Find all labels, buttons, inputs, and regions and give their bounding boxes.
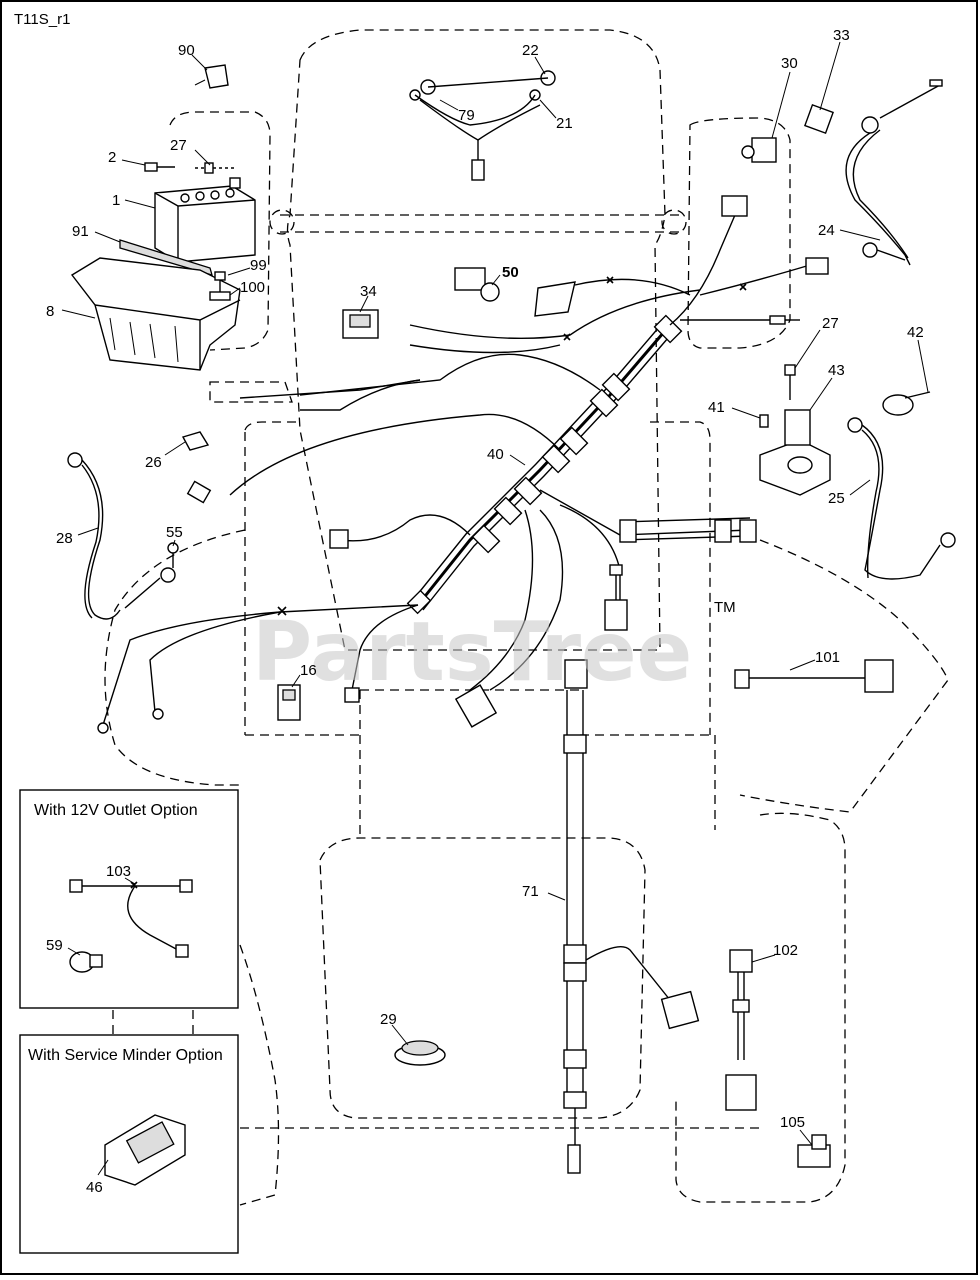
label-101: 101 [815, 649, 840, 666]
label-99: 99 [250, 257, 267, 274]
label-91: 91 [72, 223, 89, 240]
label-28: 28 [56, 530, 73, 547]
diagram-id: T11S_r1 [14, 11, 70, 28]
outlet-option-box [19, 789, 239, 1009]
part-105-sensor [797, 1134, 831, 1168]
part-42-boot [882, 391, 931, 416]
part-left-connectors [97, 529, 360, 734]
part-connectors-top-right [721, 195, 829, 325]
label-59: 59 [46, 937, 63, 954]
part-90-bracket [194, 64, 229, 89]
label-40: 40 [487, 446, 504, 463]
label-90: 90 [178, 42, 195, 59]
part-22-headlights [409, 70, 556, 181]
label-26: 26 [145, 454, 162, 471]
label-27-top: 27 [170, 137, 187, 154]
label-103: 103 [106, 863, 131, 880]
part-43-solenoid [759, 409, 831, 496]
part-28-cable [67, 452, 176, 620]
label-46: 46 [86, 1179, 103, 1196]
label-79: 79 [458, 107, 475, 124]
label-71: 71 [522, 883, 539, 900]
part-26-connector [181, 431, 212, 504]
label-43: 43 [828, 362, 845, 379]
splice-markers [277, 276, 747, 616]
minder-option-title: With Service Minder Option [28, 1047, 223, 1064]
part-99-100-hardware [209, 271, 231, 301]
label-55: 55 [166, 524, 183, 541]
outlet-option-title: With 12V Outlet Option [34, 802, 198, 819]
part-34-switch [342, 309, 379, 339]
part-41-fuse [759, 414, 769, 428]
label-29: 29 [380, 1011, 397, 1028]
label-50: 50 [502, 264, 519, 281]
part-71-harness [563, 690, 700, 1174]
watermark: PartsTree [252, 605, 692, 700]
label-33: 33 [833, 27, 850, 44]
label-22: 22 [522, 42, 539, 59]
service-minder-option-box [19, 1034, 239, 1254]
part-25-cable [847, 417, 956, 580]
part-mid-connectors [454, 517, 757, 728]
label-27-right: 27 [822, 315, 839, 332]
part-27-switch [784, 364, 796, 400]
leader-lines [61, 41, 929, 1176]
label-2: 2 [108, 149, 116, 166]
label-25: 25 [828, 490, 845, 507]
label-21: 21 [556, 115, 573, 132]
label-100: 100 [240, 279, 265, 296]
label-24: 24 [818, 222, 835, 239]
part-101-harness [734, 659, 894, 693]
label-30: 30 [781, 55, 798, 72]
tractor-outline [104, 29, 949, 1206]
part-29-grommet [394, 1040, 446, 1066]
label-42: 42 [907, 324, 924, 341]
label-41: 41 [708, 399, 725, 416]
watermark-tm: TM [714, 599, 736, 616]
part-30-ignition-switch [741, 137, 777, 163]
part-102-harness [725, 949, 757, 1111]
part-8-battery-tray [70, 257, 241, 371]
label-102: 102 [773, 942, 798, 959]
part-2-bolt [144, 162, 235, 174]
label-1: 1 [112, 192, 120, 209]
part-labels: 90 22 30 33 2 27 79 21 1 24 91 99 50 100… [46, 27, 924, 1196]
part-1-battery [154, 177, 256, 263]
label-16: 16 [300, 662, 317, 679]
part-33-relay [804, 104, 834, 134]
label-105: 105 [780, 1114, 805, 1131]
part-50-switch [454, 267, 576, 317]
part-16-switch [277, 684, 301, 721]
main-harness [102, 214, 811, 726]
part-91-strap [119, 239, 213, 276]
part-55-screw [167, 542, 179, 568]
label-34: 34 [360, 283, 377, 300]
part-24-battery-cable [845, 79, 943, 266]
label-8: 8 [46, 303, 54, 320]
